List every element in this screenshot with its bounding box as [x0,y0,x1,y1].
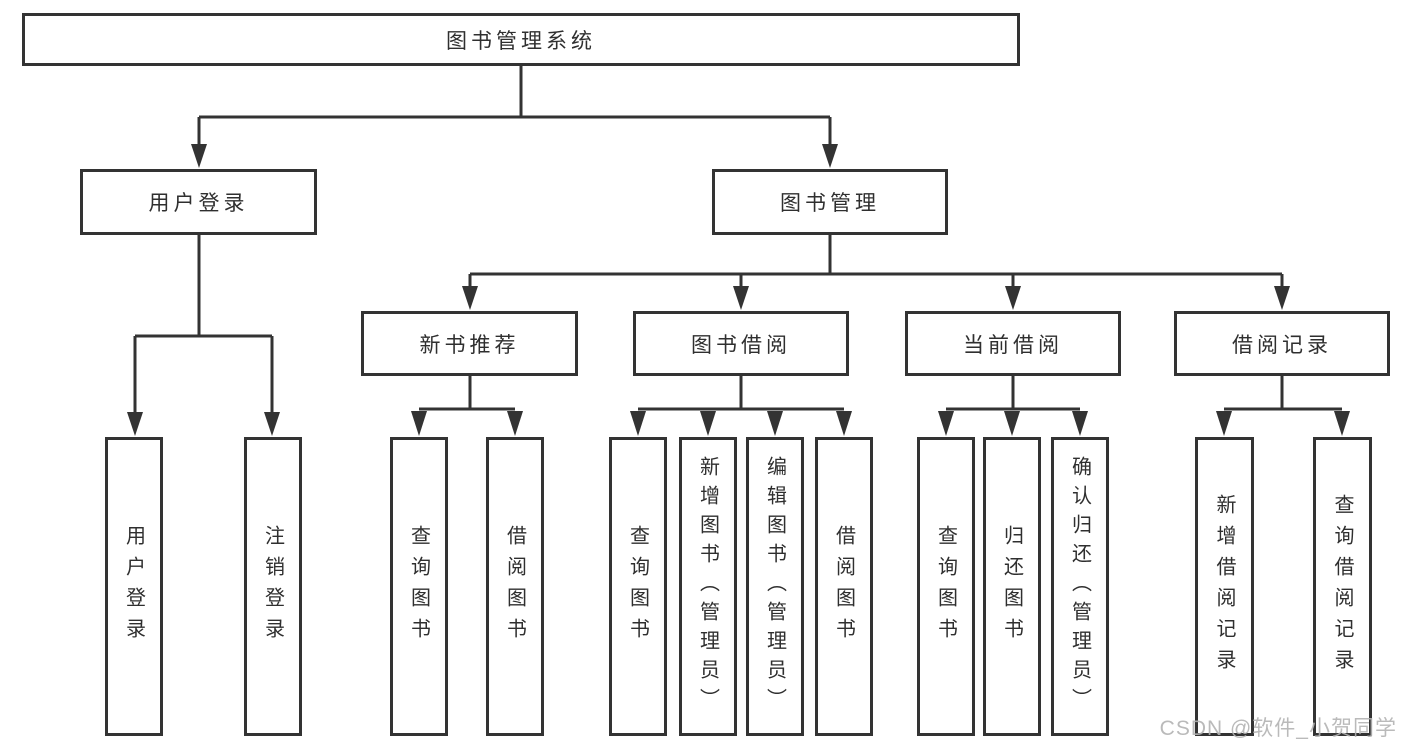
node-label: 新增图书（管理员） [696,456,719,717]
leaf-logout: 注销登录 [244,437,302,736]
node-label: 查询图书 [934,524,957,649]
node-label: 归还图书 [1000,524,1023,649]
leaf-query-books-current: 查询图书 [917,437,975,736]
leaf-confirm-return-admin: 确认归还（管理员） [1051,437,1109,736]
leaf-add-books-admin: 新增图书（管理员） [679,437,737,736]
node-label: 编辑图书（管理员） [763,456,786,717]
node-label: 查询图书 [407,524,430,649]
csdn-watermark: CSDN @软件_小贺同学 [1159,717,1397,740]
leaf-query-books-recommend: 查询图书 [390,437,448,736]
node-label: 确认归还（管理员） [1068,456,1091,717]
node-borrowing-records: 借阅记录 [1174,311,1390,376]
node-user-login-module: 用户登录 [80,169,317,235]
node-label: 借阅图书 [832,524,855,649]
node-label: 图书管理系统 [446,29,596,53]
node-current-borrowing: 当前借阅 [905,311,1121,376]
node-label: 用户登录 [122,524,145,649]
arrowheads [127,144,1350,436]
node-label: 图书借阅 [691,333,791,357]
node-label: 借阅记录 [1232,333,1332,357]
leaf-query-books-borrow: 查询图书 [609,437,667,736]
leaf-edit-books-admin: 编辑图书（管理员） [746,437,804,736]
leaf-return-books: 归还图书 [983,437,1041,736]
node-new-book-recommendation: 新书推荐 [361,311,578,376]
node-library-management-system: 图书管理系统 [22,13,1020,66]
node-label: 用户登录 [148,192,249,215]
node-book-management-module: 图书管理 [712,169,948,235]
leaf-user-login: 用户登录 [105,437,163,736]
node-label: 借阅图书 [503,524,526,649]
leaf-borrow-books-recommend: 借阅图书 [486,437,544,736]
node-label: 查询图书 [626,524,649,649]
node-book-borrowing: 图书借阅 [633,311,849,376]
node-label: 当前借阅 [963,333,1063,357]
connector-strokes [133,66,1342,413]
node-label: 新书推荐 [419,333,520,357]
leaf-add-borrow-record: 新增借阅记录 [1195,437,1254,736]
node-label: 图书管理 [780,192,880,215]
leaf-borrow-books: 借阅图书 [815,437,873,736]
node-label: 注销登录 [261,524,284,649]
node-label: 查询借阅记录 [1331,493,1353,680]
node-label: 新增借阅记录 [1213,493,1235,680]
leaf-query-borrow-record: 查询借阅记录 [1313,437,1372,736]
